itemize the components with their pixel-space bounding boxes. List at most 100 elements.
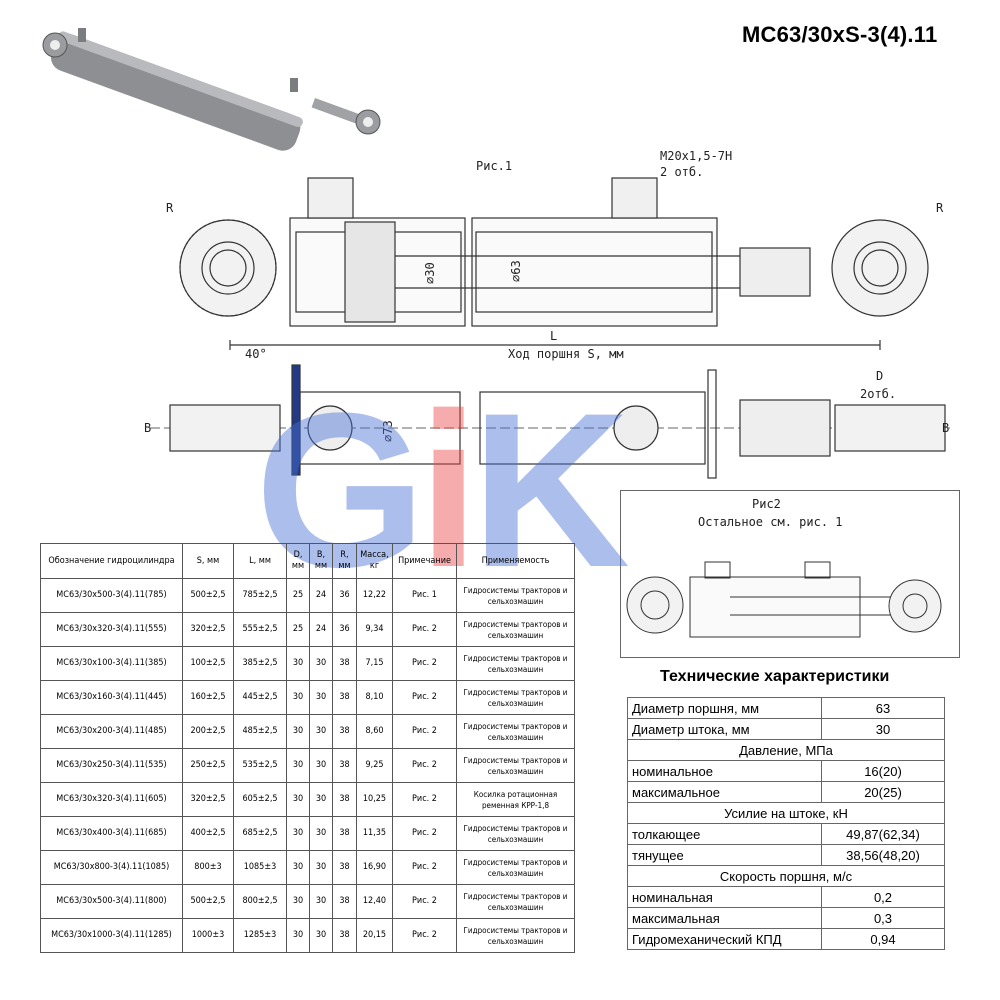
cell-r: 38: [332, 782, 357, 817]
cell-note: Рис. 2: [392, 918, 457, 953]
thread-count: 2 отб.: [660, 165, 703, 179]
cell-name: МС63/30x250-3(4).11(535): [40, 748, 183, 783]
cell-r: 38: [332, 884, 357, 919]
cylinder-spec-table: Обозначение гидроцилиндра S, мм L, мм D,…: [40, 543, 575, 953]
radius-label-left: R: [166, 201, 174, 215]
header-name: Обозначение гидроцилиндра: [40, 543, 183, 579]
tech-label: номинальное: [627, 760, 822, 782]
fig2-label: Рис2: [752, 497, 781, 511]
tech-label: максимальная: [627, 907, 822, 929]
cell-s: 250±2,5: [182, 748, 234, 783]
cell-s: 320±2,5: [182, 612, 234, 647]
cell-d: 30: [286, 884, 310, 919]
cell-mass: 8,60: [356, 714, 393, 749]
cell-applic: Гидросистемы тракторов и сельхозмашин: [456, 816, 575, 851]
cell-mass: 8,10: [356, 680, 393, 715]
cell-mass: 10,25: [356, 782, 393, 817]
cell-mass: 11,35: [356, 816, 393, 851]
cell-applic: Гидросистемы тракторов и сельхозмашин: [456, 714, 575, 749]
cell-b: 30: [309, 714, 333, 749]
rod-diameter-label: ⌀30: [423, 262, 437, 284]
tech-value: 30: [821, 718, 945, 740]
tech-value: 63: [821, 697, 945, 719]
cell-b: 30: [309, 850, 333, 885]
cell-l: 785±2,5: [233, 578, 287, 613]
cell-s: 800±3: [182, 850, 234, 885]
cell-note: Рис. 1: [392, 578, 457, 613]
tech-value: 38,56(48,20): [821, 844, 945, 866]
cell-l: 685±2,5: [233, 816, 287, 851]
cell-l: 535±2,5: [233, 748, 287, 783]
tech-label: Диаметр поршня, мм: [627, 697, 822, 719]
cell-s: 160±2,5: [182, 680, 234, 715]
header-note: Примечание: [392, 543, 457, 579]
cell-note: Рис. 2: [392, 816, 457, 851]
tech-value: 0,2: [821, 886, 945, 908]
header-applic: Применяемость: [456, 543, 575, 579]
cell-applic: Косилка ротационная ременная КРР-1,8: [456, 782, 575, 817]
header-b: B, мм: [309, 543, 333, 579]
cell-applic: Гидросистемы тракторов и сельхозмашин: [456, 884, 575, 919]
cell-b: 30: [309, 816, 333, 851]
tech-title: Технические характеристики: [660, 668, 890, 685]
cell-b: 30: [309, 918, 333, 953]
fig1-label: Рис.1: [476, 159, 512, 173]
cell-d: 30: [286, 850, 310, 885]
cell-b: 30: [309, 748, 333, 783]
cell-l: 1085±3: [233, 850, 287, 885]
d-label: D: [876, 369, 883, 383]
cell-s: 1000±3: [182, 918, 234, 953]
d-count: 2отб.: [860, 387, 896, 401]
width-label-right: B: [942, 421, 949, 435]
tech-row: Давление, МПа: [627, 739, 945, 761]
cell-r: 38: [332, 918, 357, 953]
tech-section-header: Скорость поршня, м/с: [627, 865, 945, 887]
cell-s: 500±2,5: [182, 884, 234, 919]
cell-applic: Гидросистемы тракторов и сельхозмашин: [456, 850, 575, 885]
angle-label: 40°: [245, 347, 267, 361]
cell-name: МС63/30x1000-3(4).11(1285): [40, 918, 183, 953]
cell-d: 30: [286, 680, 310, 715]
cell-d: 30: [286, 646, 310, 681]
cell-r: 36: [332, 578, 357, 613]
fig1-section-view: [179, 177, 929, 350]
cell-name: МС63/30x400-3(4).11(685): [40, 816, 183, 851]
cell-note: Рис. 2: [392, 748, 457, 783]
cell-mass: 12,40: [356, 884, 393, 919]
product-title: МС63/30xS-3(4).11: [742, 22, 938, 47]
cell-r: 38: [332, 816, 357, 851]
cell-l: 445±2,5: [233, 680, 287, 715]
cell-note: Рис. 2: [392, 612, 457, 647]
header-s: S, мм: [182, 543, 234, 579]
cell-applic: Гидросистемы тракторов и сельхозмашин: [456, 680, 575, 715]
cell-d: 30: [286, 816, 310, 851]
tech-value: 16(20): [821, 760, 945, 782]
cell-name: МС63/30x500-3(4).11(800): [40, 884, 183, 919]
tech-label: Гидромеханический КПД: [627, 928, 822, 950]
cell-name: МС63/30x320-3(4).11(555): [40, 612, 183, 647]
header-d: D, мм: [286, 543, 310, 579]
length-label: L: [550, 329, 557, 343]
cell-r: 38: [332, 714, 357, 749]
cell-mass: 9,34: [356, 612, 393, 647]
cell-mass: 9,25: [356, 748, 393, 783]
fig2-frame: [620, 490, 960, 658]
cell-d: 30: [286, 918, 310, 953]
tech-section-header: Давление, МПа: [627, 739, 945, 761]
cell-note: Рис. 2: [392, 714, 457, 749]
